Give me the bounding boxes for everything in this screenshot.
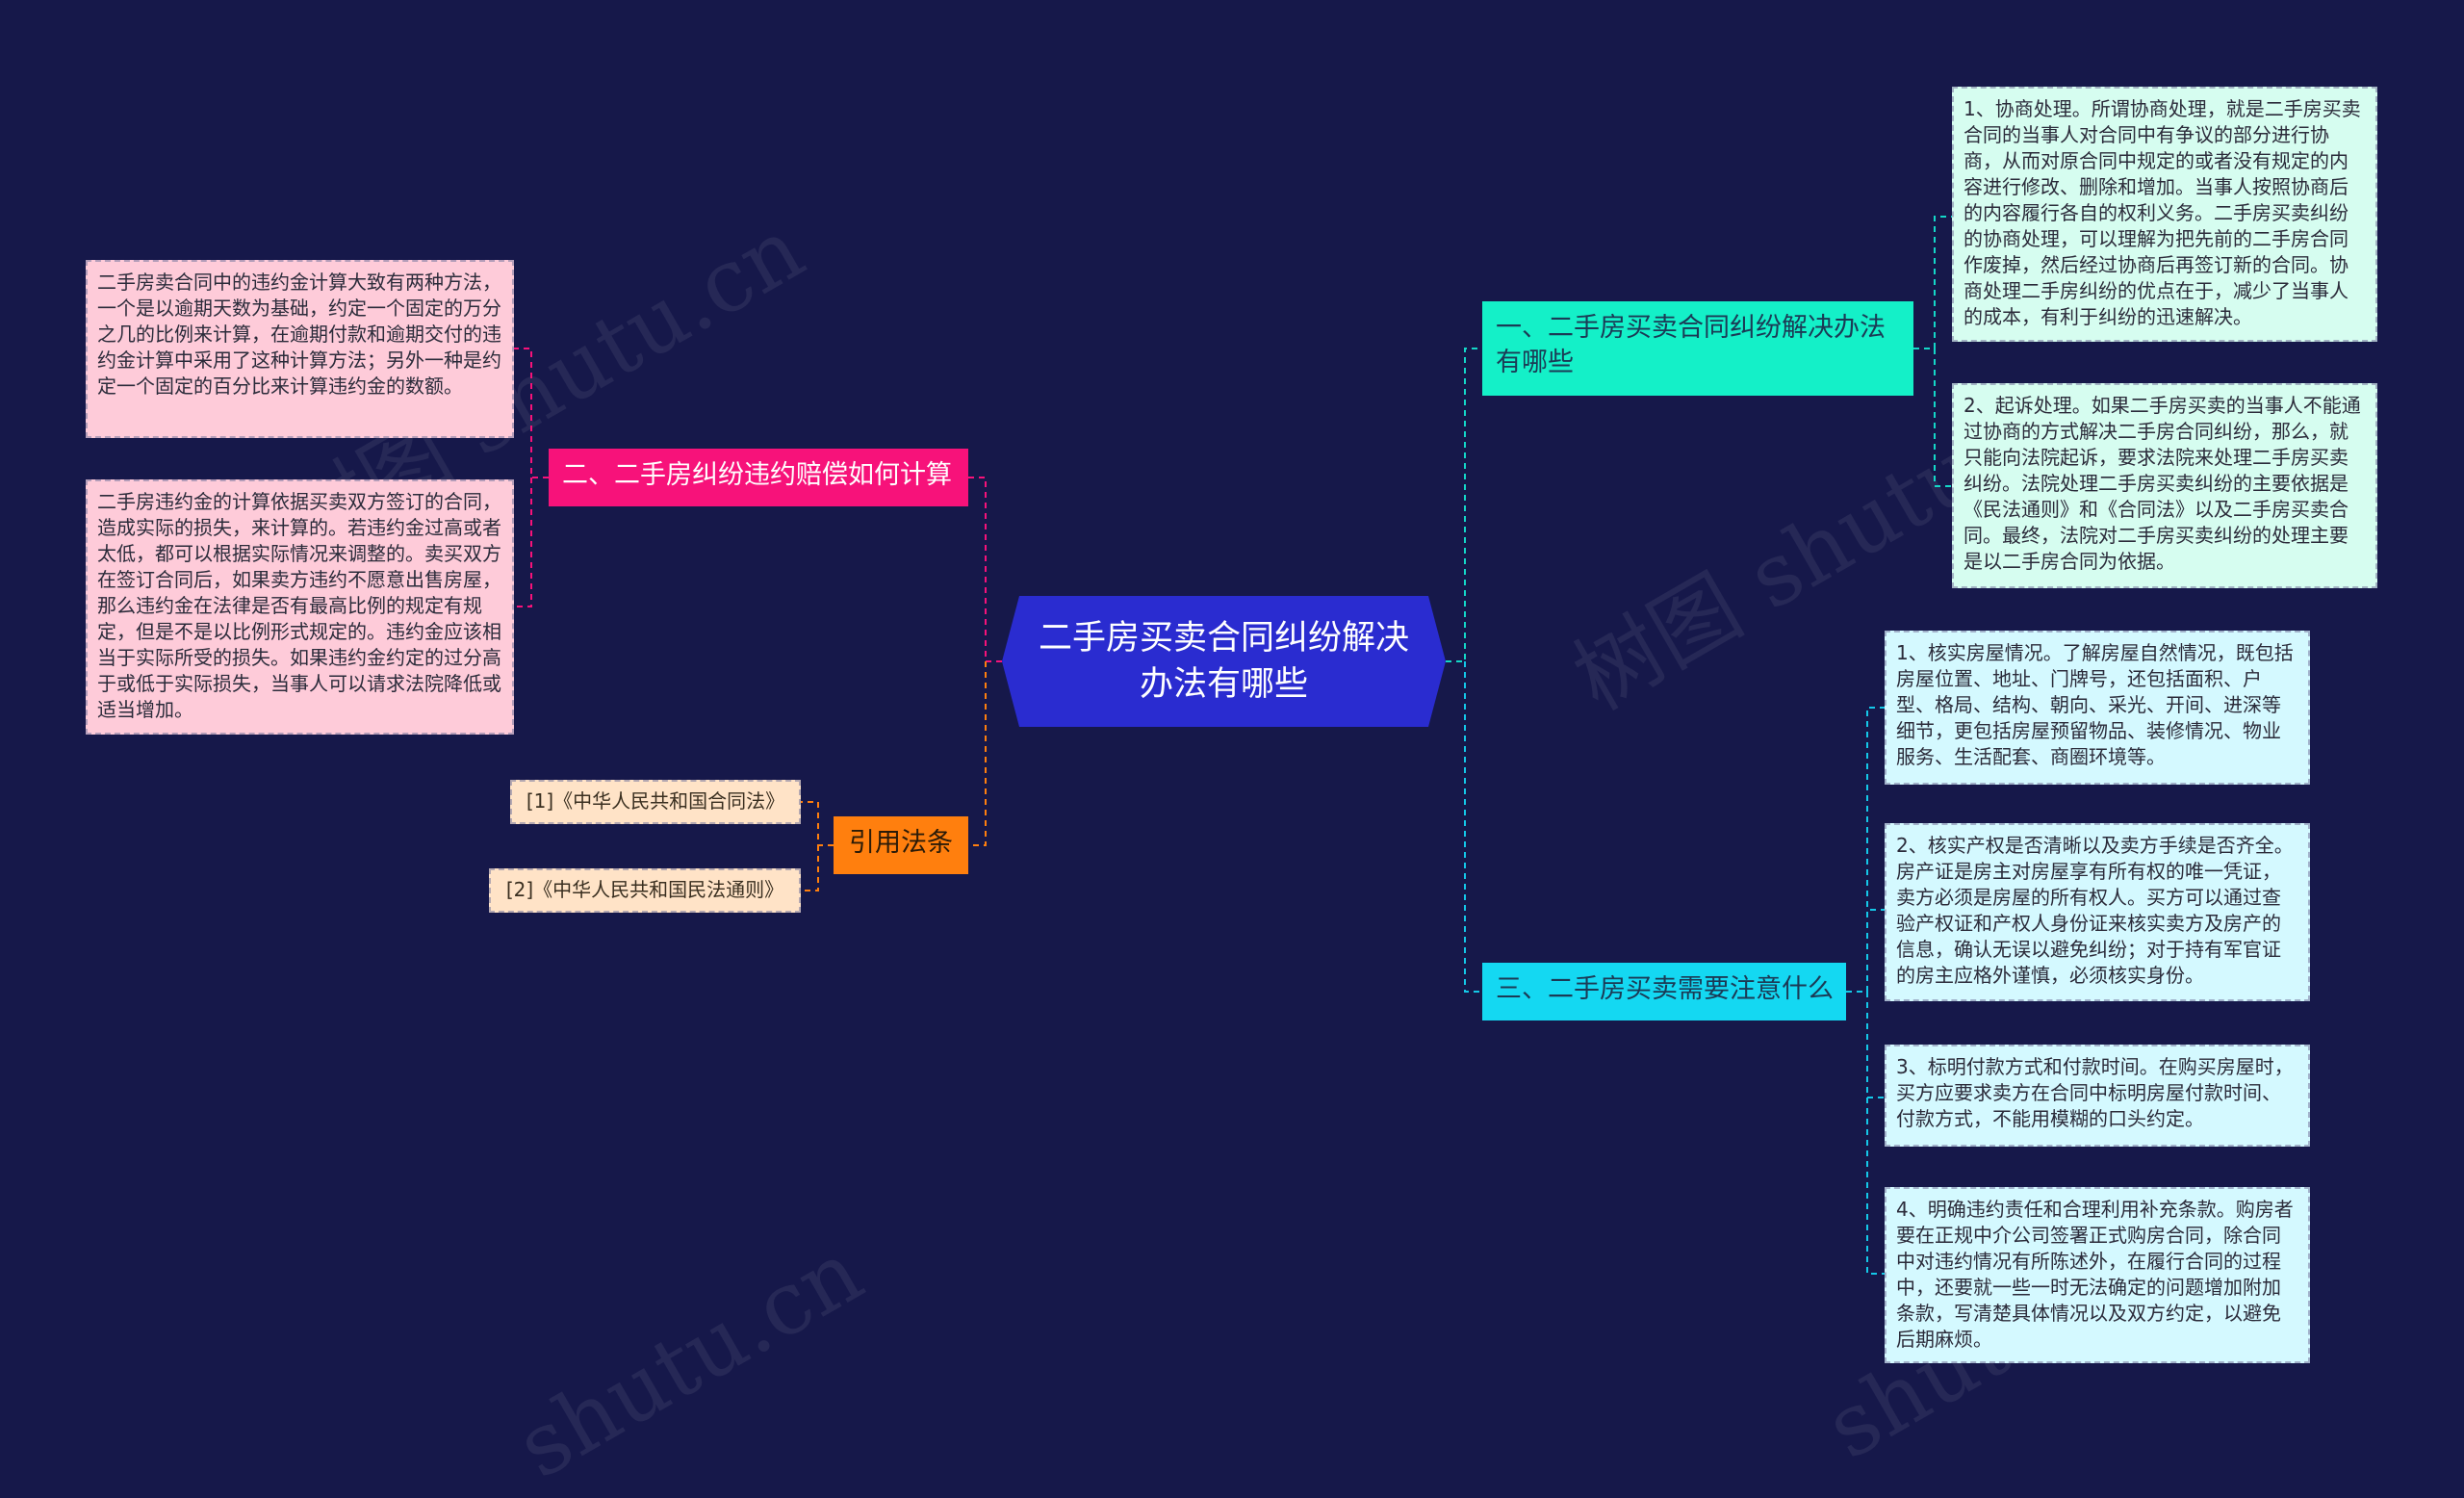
- leaf-cite-civil-law-text: [2]《中华人民共和国民法通则》: [505, 878, 784, 901]
- link-center-three: [1464, 661, 1482, 993]
- leaf-negotiation[interactable]: 1、协商处理。所谓协商处理，就是二手房买卖合同的当事人对合同中有争议的部分进行协…: [1952, 87, 2377, 342]
- link-center-two: [968, 477, 1002, 662]
- leaf-penalty-methods-text: 二手房卖合同中的违约金计算大致有两种方法，一个是以逾期天数为基础，约定一个固定的…: [97, 271, 501, 398]
- branch-three-label: 三、二手房买卖需要注意什么: [1496, 974, 1834, 1004]
- branch-two[interactable]: 二、二手房纠纷违约赔偿如何计算: [549, 449, 968, 506]
- link-center-one: [1446, 348, 1482, 662]
- leaf-payment[interactable]: 3、标明付款方式和付款时间。在购买房屋时，买方应要求卖方在合同中标明房屋付款时间…: [1885, 1045, 2310, 1147]
- leaf-liability-text: 4、明确违约责任和合理利用补充条款。购房者要在正规中介公司签署正式购房合同，除合…: [1896, 1198, 2294, 1351]
- leaf-penalty-basis[interactable]: 二手房违约金的计算依据买卖双方签订的合同，造成实际的损失，来计算的。若违约金过高…: [86, 479, 514, 735]
- branch-one-label: 一、二手房买卖合同纠纷解决办法有哪些: [1496, 313, 1886, 377]
- leaf-payment-text: 3、标明付款方式和付款时间。在购买房屋时，买方应要求卖方在合同中标明房屋付款时间…: [1896, 1055, 2294, 1130]
- link-center-cite: [968, 661, 987, 846]
- leaf-check-title[interactable]: 2、核实产权是否清晰以及卖方手续是否齐全。房产证是房主对房屋享有所有权的唯一凭证…: [1885, 823, 2310, 1001]
- center-topic[interactable]: 二手房买卖合同纠纷解决办法有哪些: [1002, 596, 1446, 727]
- link-three-leaves: [1846, 707, 1885, 1275]
- leaf-penalty-methods[interactable]: 二手房卖合同中的违约金计算大致有两种方法，一个是以逾期天数为基础，约定一个固定的…: [86, 260, 514, 438]
- leaf-liability[interactable]: 4、明确违约责任和合理利用补充条款。购房者要在正规中介公司签署正式购房合同，除合…: [1885, 1187, 2310, 1363]
- branch-cite-label: 引用法条: [849, 828, 953, 858]
- leaf-cite-civil-law[interactable]: [2]《中华人民共和国民法通则》: [489, 868, 801, 913]
- link-two-leaves: [514, 348, 549, 607]
- center-topic-label: 二手房买卖合同纠纷解决办法有哪些: [1038, 619, 1409, 704]
- leaf-cite-contract-law-text: [1]《中华人民共和国合同法》: [526, 789, 785, 813]
- leaf-cite-contract-law[interactable]: [1]《中华人民共和国合同法》: [510, 780, 801, 824]
- leaf-check-house-text: 1、核实房屋情况。了解房屋自然情况，既包括房屋位置、地址、门牌号，还包括面积、户…: [1896, 641, 2294, 768]
- branch-two-label: 二、二手房纠纷违约赔偿如何计算: [562, 460, 952, 490]
- branch-one[interactable]: 一、二手房买卖合同纠纷解决办法有哪些: [1482, 301, 1913, 396]
- link-cite-leaves: [801, 801, 834, 891]
- leaf-lawsuit-text: 2、起诉处理。如果二手房买卖的当事人不能通过协商的方式解决二手房合同纠纷，那么，…: [1964, 394, 2361, 573]
- leaf-check-house[interactable]: 1、核实房屋情况。了解房屋自然情况，既包括房屋位置、地址、门牌号，还包括面积、户…: [1885, 631, 2310, 785]
- leaf-penalty-basis-text: 二手房违约金的计算依据买卖双方签订的合同，造成实际的损失，来计算的。若违约金过高…: [97, 490, 501, 721]
- mindmap-canvas: 树图 shutu.cn 树图 shutu.cn shutu.cn shutu.c…: [86, 87, 2377, 1498]
- leaf-check-title-text: 2、核实产权是否清晰以及卖方手续是否齐全。房产证是房主对房屋享有所有权的唯一凭证…: [1896, 834, 2294, 987]
- branch-cite[interactable]: 引用法条: [834, 816, 968, 874]
- connector-lines: [514, 216, 1952, 1275]
- leaf-negotiation-text: 1、协商处理。所谓协商处理，就是二手房买卖合同的当事人对合同中有争议的部分进行协…: [1964, 97, 2361, 328]
- leaf-lawsuit[interactable]: 2、起诉处理。如果二手房买卖的当事人不能通过协商的方式解决二手房合同纠纷，那么，…: [1952, 383, 2377, 588]
- branch-three[interactable]: 三、二手房买卖需要注意什么: [1482, 963, 1846, 1020]
- link-one-leaves: [1913, 216, 1952, 487]
